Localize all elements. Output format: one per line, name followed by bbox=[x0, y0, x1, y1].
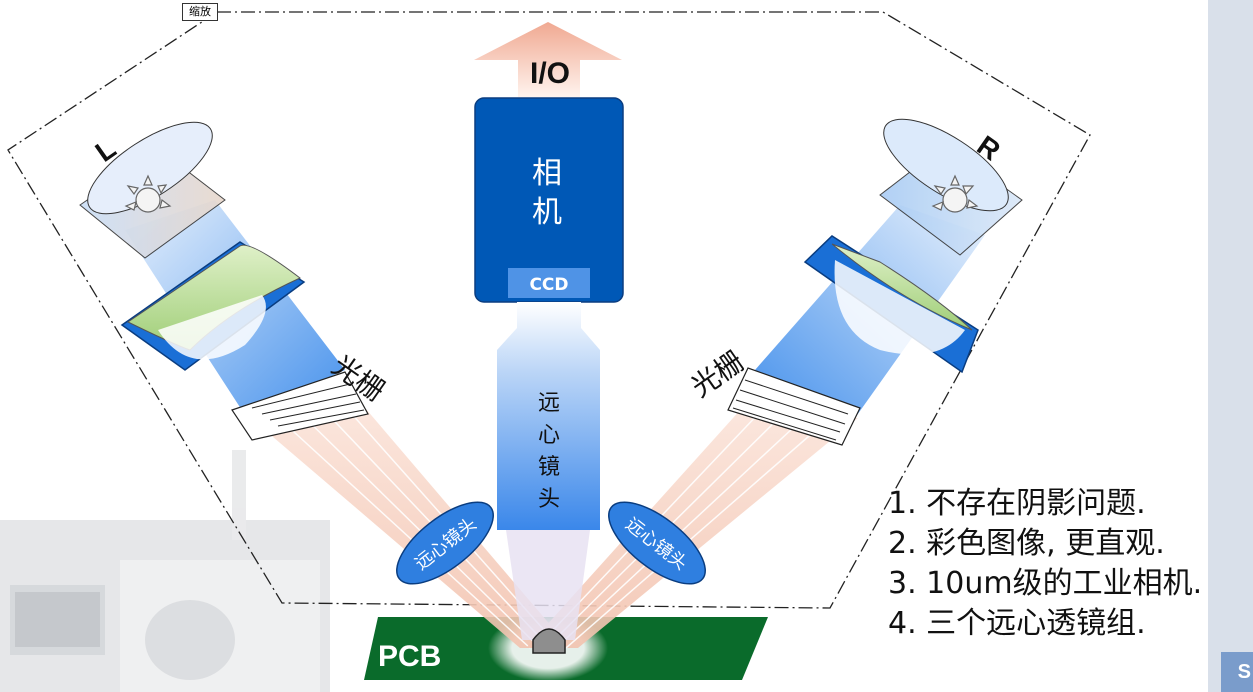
feature-list: 1. 不存在阴影问题. 2. 彩色图像, 更直观. 3. 10um级的工业相机.… bbox=[888, 484, 1248, 644]
center-light-path bbox=[506, 530, 590, 640]
left-projector: L bbox=[79, 121, 369, 441]
center-lens-char-3: 镜 bbox=[538, 455, 560, 480]
feature-item-3: 3. 10um级的工业相机. bbox=[888, 566, 1203, 601]
right-stripe-beam bbox=[526, 408, 858, 648]
left-light-bulb-icon bbox=[124, 174, 172, 213]
feature-item-1: 1. 不存在阴影问题. bbox=[888, 486, 1146, 521]
background-machine-image bbox=[0, 450, 330, 692]
io-arrow bbox=[474, 22, 622, 97]
pcb-label: PCB bbox=[378, 640, 441, 673]
inspected-component bbox=[532, 628, 566, 654]
center-telecentric-lens bbox=[497, 302, 600, 530]
system-boundary bbox=[7, 11, 1091, 609]
right-telecentric-lens: 远心镜头 bbox=[608, 501, 706, 585]
left-stripe-beam bbox=[245, 402, 570, 648]
camera-label-2: 机 bbox=[532, 195, 562, 230]
feature-item-4: 4. 三个远心透镜组. bbox=[888, 606, 1146, 641]
ccd-label: CCD bbox=[529, 275, 568, 295]
zoom-tag[interactable]: 缩放 bbox=[182, 3, 218, 21]
center-lens-char-1: 远 bbox=[538, 391, 560, 416]
feature-item-2: 2. 彩色图像, 更直观. bbox=[888, 526, 1165, 561]
right-projector: R bbox=[727, 118, 1023, 446]
right-light-bulb-icon bbox=[931, 174, 979, 213]
center-lens-char-4: 头 bbox=[538, 487, 560, 512]
center-lens-char-2: 心 bbox=[538, 423, 560, 448]
camera-label-1: 相 bbox=[532, 156, 562, 191]
right-side-strip bbox=[1208, 0, 1253, 692]
io-label: I/O bbox=[530, 57, 570, 90]
right-grating bbox=[727, 367, 861, 446]
corner-badge: S bbox=[1221, 652, 1253, 692]
ccd-sensor bbox=[508, 268, 590, 298]
